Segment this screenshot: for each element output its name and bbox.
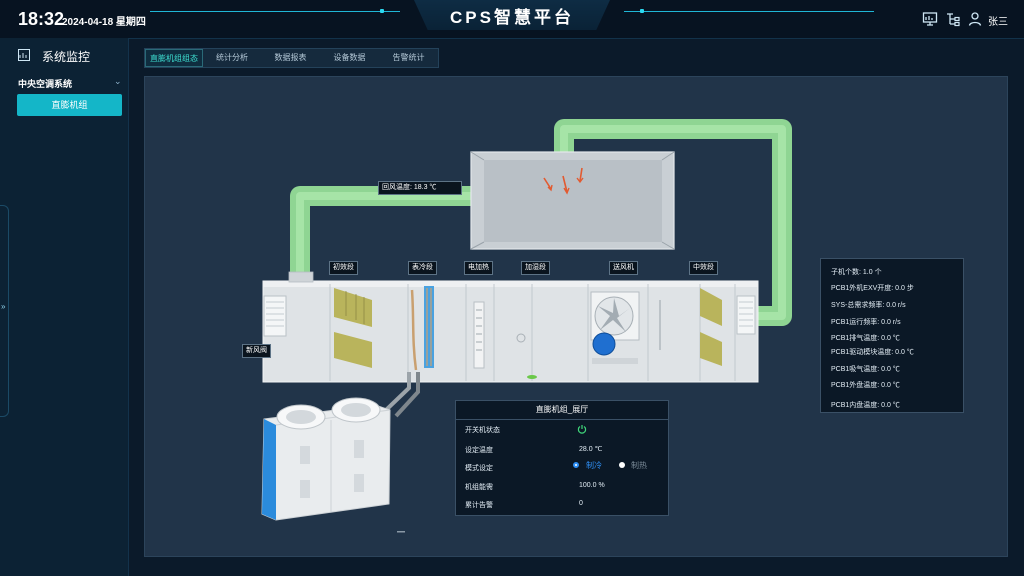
mode-heat-label[interactable]: 制热 [631, 461, 647, 470]
header-decor-line-right [624, 11, 874, 12]
user-name[interactable]: 张三 [988, 17, 1008, 28]
room-box [470, 151, 675, 250]
header-decor-dot [380, 9, 384, 13]
param-discharge-temp: PCB1排气温度: 0.0 ℃ [831, 335, 900, 342]
mode-cool-label[interactable]: 制冷 [586, 461, 602, 470]
header-decor-line-left [150, 11, 400, 12]
param-total-demand-frequency: SYS-总需求频率: 0.0 r/s [831, 302, 906, 309]
section-label-humidifier: 加湿段 [521, 261, 550, 275]
power-status-label: 开关机状态 [465, 427, 500, 434]
param-driver-module-temp: PCB1驱动模块温度: 0.0 ℃ [831, 349, 914, 356]
capacity-label: 机组能需 [465, 484, 493, 491]
tab-alarm-statistics[interactable]: 告警统计 [392, 53, 425, 62]
tab-data-report[interactable]: 数据报表 [274, 53, 307, 62]
air-handling-unit [262, 271, 759, 383]
fan-motor [592, 332, 616, 356]
param-suction-temp: PCB1吸气温度: 0.0 ℃ [831, 366, 900, 373]
param-outer-coil-temp: PCB1外盘温度: 0.0 ℃ [831, 382, 900, 389]
alarm-count-label: 累计告警 [465, 502, 493, 509]
clock-time: 18:32 [18, 9, 65, 29]
set-temp-value[interactable]: 28.0 ℃ [579, 446, 603, 453]
tab-bar: 直膨机组组态 统计分析 数据报表 设备数据 告警统计 [144, 48, 439, 68]
param-sub-unit-count: 子机个数: 1.0 个 [831, 269, 882, 276]
cooling-coil [424, 286, 434, 368]
power-icon[interactable] [577, 424, 587, 434]
airflow-arrow [543, 177, 552, 190]
param-exv-opening: PCB1外机EXV开度: 0.0 步 [831, 285, 914, 292]
sidebar-collapse-handle[interactable] [0, 205, 9, 417]
monitor-chart-icon[interactable] [922, 11, 938, 27]
set-temp-label: 设定温度 [465, 447, 493, 454]
double-chevron-right-icon[interactable]: » [1, 302, 6, 311]
section-label-electric-heater: 电加热 [464, 261, 493, 275]
chevron-down-icon[interactable]: ⌄ [114, 76, 122, 86]
fresh-air-valve-label: 新风阀 [242, 344, 271, 358]
return-air-temp-label: 回风温度: 18.3 ℃ [378, 181, 462, 195]
sidebar-title[interactable]: 系统监控 [42, 50, 91, 64]
outdoor-condensing-unit [261, 397, 391, 521]
capacity-value: 100.0 % [579, 482, 605, 489]
section-label-supply-fan: 送风机 [609, 261, 638, 275]
top-header: 18:32 2024-04-18 星期四 CPS智慧平台 张三 [0, 0, 1024, 39]
platform-title: CPS智慧平台 [450, 8, 574, 27]
mode-heat-radio[interactable] [619, 462, 625, 468]
mode-cool-radio[interactable] [573, 462, 579, 468]
unit-parameter-panel: 子机个数: 1.0 个 PCB1外机EXV开度: 0.0 步 SYS-总需求频率… [820, 258, 964, 413]
hierarchy-icon[interactable] [945, 11, 961, 27]
return-air-duct [290, 186, 472, 276]
tab-direct-expansion-diagram[interactable]: 直膨机组组态 [145, 49, 203, 67]
header-decor-dot [640, 9, 644, 13]
sidebar-item-direct-expansion-unit[interactable]: 直膨机组 [17, 94, 122, 116]
alarm-count-value: 0 [579, 500, 583, 507]
electric-heater [473, 301, 485, 369]
tab-device-data[interactable]: 设备数据 [333, 53, 366, 62]
section-label-cooling-coil: 表冷段 [408, 261, 437, 275]
mode-label: 模式设定 [465, 465, 493, 472]
monitor-icon [18, 49, 30, 61]
airflow-arrow [579, 167, 583, 182]
section-label-medium-filter: 中效段 [689, 261, 718, 275]
title-plate [414, 0, 610, 30]
sidebar: 系统监控 中央空调系统 ⌄ 直膨机组 [0, 38, 129, 576]
sidebar-group-hvac[interactable]: 中央空调系统 [18, 79, 73, 89]
primary-filter [334, 288, 372, 327]
user-icon[interactable] [967, 11, 983, 27]
medium-filter [700, 288, 722, 326]
refrigerant-pipe [394, 372, 420, 418]
param-inner-coil-temp: PCB1内盘温度: 0.0 ℃ [831, 402, 900, 409]
unit-card-title: 直膨机组_展厅 [456, 401, 668, 420]
unit-status-card: 直膨机组_展厅 开关机状态 设定温度 28.0 ℃ 模式设定 机组能需 100.… [455, 400, 669, 516]
clock-date: 2024-04-18 星期四 [62, 17, 146, 28]
airflow-arrow [562, 175, 568, 193]
humidifier [516, 333, 526, 343]
refrigerant-pipe [384, 372, 411, 412]
tab-statistics[interactable]: 统计分析 [216, 53, 248, 62]
section-label-primary-filter: 初效段 [329, 261, 358, 275]
param-run-frequency: PCB1运行频率: 0.0 r/s [831, 319, 901, 326]
